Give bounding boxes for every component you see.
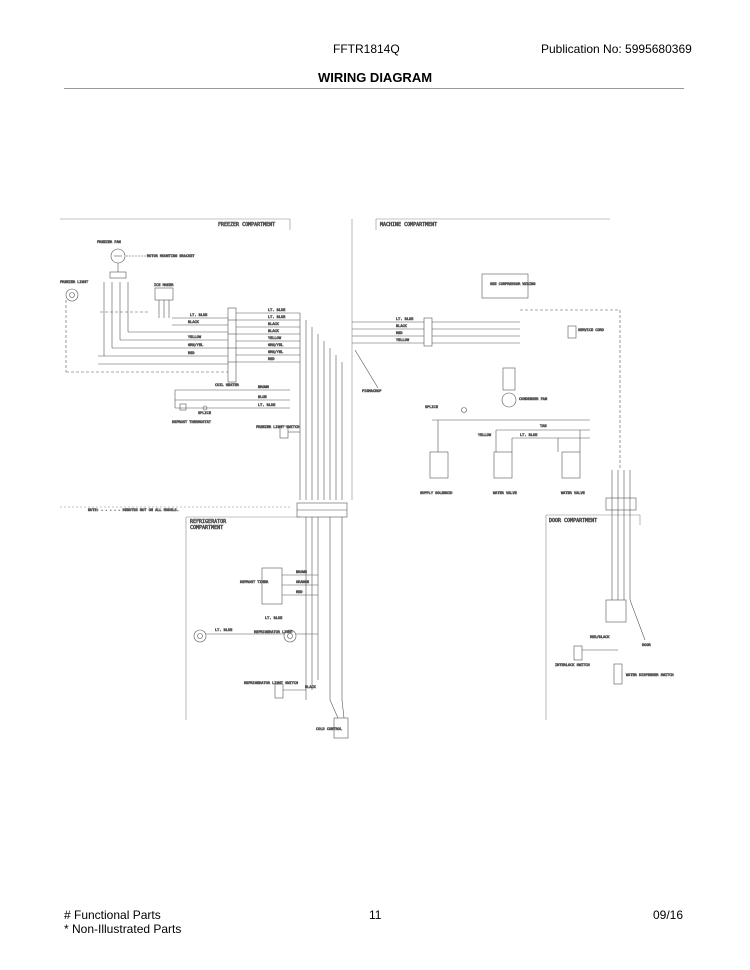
supply-solenoid-symbol: [429, 451, 449, 479]
section-freezer-label: FREEZER COMPARTMENT: [218, 222, 275, 228]
wire-label-red-black-1: RED/BLACK: [590, 635, 610, 639]
wire-label-grn-yel-1: GRN/YEL: [188, 343, 203, 347]
door-harness: [605, 470, 646, 641]
section-machine-label: MACHINE COMPARTMENT: [380, 222, 437, 228]
wire-label-orange-1: ORANGE: [296, 580, 309, 584]
wire-label-lt-blue-6: LT. BLUE: [265, 616, 282, 620]
section-refrigerator-label-2: COMPARTMENT: [190, 525, 223, 531]
wire-label-red-3: RED: [296, 590, 303, 594]
main-vertical-harness: [299, 235, 353, 500]
wire-label-red-1: RED: [188, 351, 195, 355]
condenser-fan-symbol: [501, 367, 517, 408]
wire-label-yellow-2: YELLOW: [268, 336, 282, 340]
service-cord-label: SERVICE CORD: [578, 328, 604, 332]
defrost-thermostat-label: DEFROST THERMOSTAT: [172, 420, 212, 424]
wire-label-yellow-1: YELLOW: [188, 335, 202, 339]
freezer-dashed-harness: [65, 300, 228, 373]
wire-label-yellow-4: YELLOW: [478, 433, 492, 437]
footer-functional-parts: # Functional Parts: [64, 908, 161, 922]
supply-solenoid-label: SUPPLY SOLENOID: [420, 491, 452, 495]
section-refrigerator-label-1: REFRIGERATOR: [190, 519, 227, 525]
water-valve-1-label: WATER VALVE: [493, 491, 517, 495]
interlock-switch-symbol: [573, 645, 618, 661]
compressor-wiring-label: SEE COMPRESSOR WIRING: [490, 282, 535, 286]
door-label: DOOR: [642, 643, 651, 647]
cold-control-label: COLD CONTROL: [316, 727, 342, 731]
wire-label-blue-1: BLUE: [258, 395, 267, 399]
ice-maker-symbol: [154, 287, 174, 318]
freezer-light-symbol: [65, 288, 79, 302]
wire-label-black-3: BLACK: [268, 329, 280, 333]
splice-label-2: SPLICE: [425, 405, 438, 409]
wire-label-brown-2: BROWN: [296, 570, 307, 574]
coil-heater-label: COIL HEATER: [215, 383, 240, 387]
freezer-light-switch-symbol: [279, 425, 300, 439]
compressor-box: [481, 273, 529, 299]
refrigerator-harness: [305, 517, 343, 700]
refrigerator-light-label: REFRIGERATOR LIGHT: [254, 630, 294, 634]
header-rule: [64, 88, 684, 89]
wire-label-lt-blue-4: LT. BLUE: [258, 403, 275, 407]
ice-maker-label: ICE MAKER: [154, 283, 174, 287]
wire-label-lt-blue-3: LT. BLUE: [268, 315, 285, 319]
footer-non-illustrated-parts: * Non-Illustrated Parts: [64, 922, 182, 936]
motor-bracket-label: MOTOR MOUNTING BRACKET: [147, 254, 195, 258]
water-dispenser-switch-symbol: [613, 663, 623, 685]
middle-connector: [296, 502, 348, 518]
freezer-light-switch-label: FREEZER LIGHT SWITCH: [256, 425, 299, 429]
splice-label-1: SPLICE: [198, 411, 211, 415]
refrigerator-light-right-symbol: [206, 629, 318, 643]
refrigerator-light-switch-symbol: [274, 683, 306, 699]
page-number: 11: [369, 908, 382, 922]
section-door-label: DOOR COMPARTMENT: [549, 518, 597, 524]
diagram-note: NOTE: - - - - - DENOTES NOT ON ALL MODEL…: [88, 508, 179, 512]
wire-label-red-2: RED: [268, 357, 275, 361]
wire-label-grn-yel-2: GRN/YEL: [268, 343, 283, 347]
water-valve-2-label: WATER VALVE: [561, 491, 585, 495]
freezer-light-label: FREEZER LIGHT: [60, 280, 89, 284]
wire-label-yellow-3: YELLOW: [396, 338, 410, 342]
water-valve-2-symbol: [561, 451, 581, 479]
refrigerator-light-left-symbol: [193, 629, 207, 643]
wire-label-lt-blue-7: LT. BLUE: [396, 317, 413, 321]
wire-label-tan-1: TAN: [540, 424, 547, 428]
freezer-fan-label: FREEZER FAN: [97, 240, 121, 244]
freezer-connector-outputs: [236, 312, 300, 363]
pigmachop-label: PIGMACHOP: [362, 389, 381, 393]
page-title: WIRING DIAGRAM: [317, 70, 433, 85]
wire-label-lt-blue-8: LT. BLUE: [520, 433, 537, 437]
machine-connector: [352, 317, 520, 347]
wire-label-black-1: BLACK: [188, 320, 200, 324]
freezer-harness-verticals: [98, 282, 228, 365]
wire-label-brown-1: BROWN: [258, 385, 269, 389]
defrost-timer-label: DEFROST TIMER: [240, 580, 269, 584]
cold-control-symbol: [329, 699, 349, 739]
interlock-switch-label: INTERLOCK SWITCH: [555, 663, 590, 667]
service-cord-symbol: [520, 309, 621, 470]
wire-label-black-5: BLACK: [396, 324, 408, 328]
freezer-fan-symbol: [109, 248, 127, 279]
defrost-timer-symbol: [261, 567, 318, 605]
wire-label-lt-blue-1: LT. BLUE: [190, 313, 207, 317]
water-valve-1-symbol: [493, 451, 513, 479]
footer-date: 09/16: [653, 908, 684, 922]
model-number: FFTR1814Q: [333, 42, 400, 56]
wire-label-grn-yel-3: GRN/YEL: [268, 350, 283, 354]
wire-label-black-4: BLACK: [305, 685, 317, 689]
wire-label-black-2: BLACK: [268, 322, 280, 326]
section-frames: [60, 218, 641, 720]
wire-label-lt-blue-2: LT. BLUE: [268, 308, 285, 312]
coil-heater-circuit: [174, 389, 290, 411]
water-dispenser-switch-label: WATER DISPENSER SWITCH: [626, 673, 674, 677]
refrigerator-light-switch-label: REFRIGERATOR LIGHT SWITCH: [244, 681, 298, 685]
wire-label-red-4: RED: [396, 331, 403, 335]
publication-number: Publication No: 5995680369: [541, 42, 692, 56]
condenser-fan-label: CONDENSER FAN: [519, 397, 547, 401]
freezer-connector-left: [227, 307, 237, 383]
wire-label-lt-blue-5: LT. BLUE: [215, 628, 232, 632]
machine-lower-wiring: [432, 419, 590, 452]
